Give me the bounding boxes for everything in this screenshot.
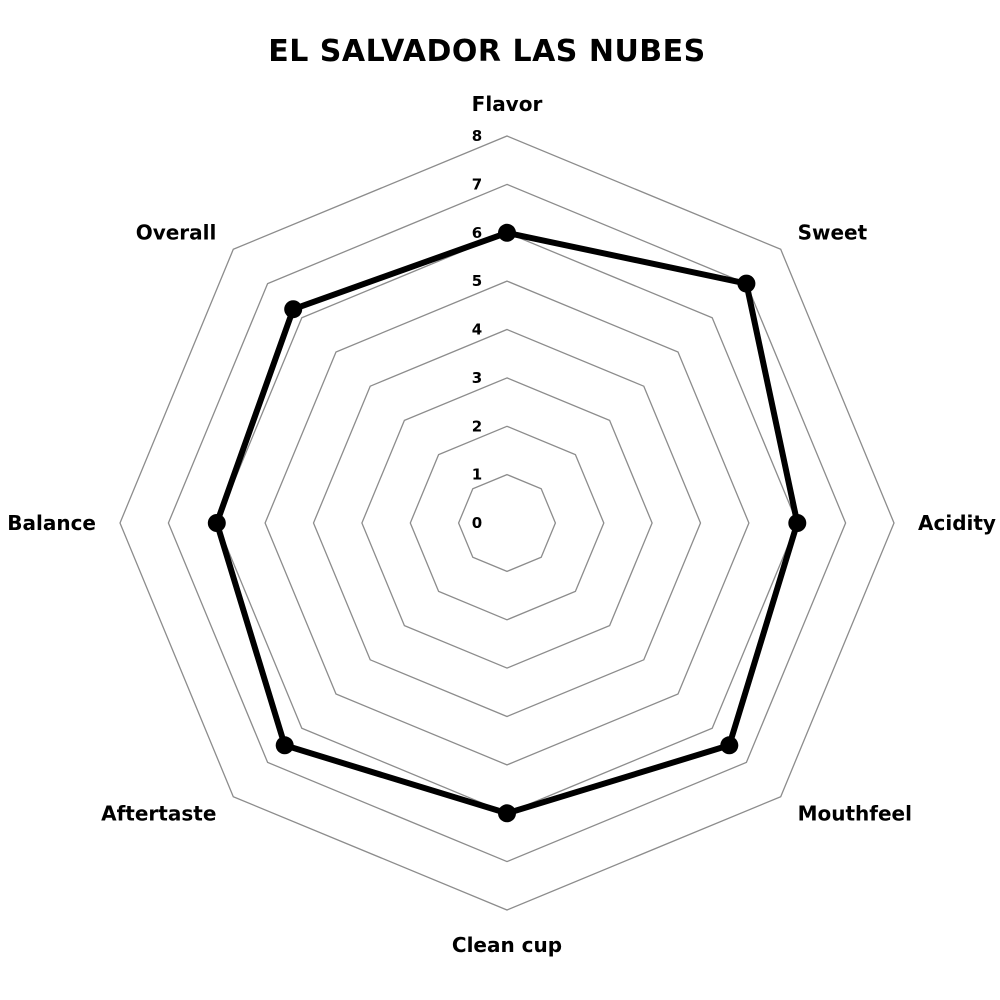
axis-label-aftertaste: Aftertaste: [101, 802, 216, 826]
tick-label-2: 2: [472, 417, 482, 435]
tick-label-6: 6: [472, 224, 482, 242]
tick-label-4: 4: [472, 321, 482, 339]
axis-label-acidity: Acidity: [918, 511, 996, 535]
axis-label-flavor: Flavor: [472, 92, 543, 116]
chart-title: EL SALVADOR LAS NUBES: [268, 34, 706, 69]
grid-ring-6: [216, 232, 799, 815]
grid-ring-3: [361, 377, 653, 669]
radial-tick-labels: 0 1 2 3 4 5 6 7 8: [472, 127, 482, 532]
tick-label-5: 5: [472, 272, 482, 290]
data-point-clean-cup: [498, 804, 516, 823]
grid-ring-8: [119, 135, 895, 911]
data-point-mouthfeel: [720, 736, 739, 755]
data-point-sweet: [737, 274, 756, 293]
axis-label-sweet: Sweet: [798, 220, 868, 244]
tick-label-7: 7: [472, 175, 482, 193]
series-layer: [213, 229, 801, 817]
data-point-flavor: [498, 223, 516, 242]
tick-label-8: 8: [472, 127, 482, 145]
grid-ring-5: [264, 280, 750, 766]
series-line: [213, 229, 801, 817]
data-points: [207, 223, 807, 823]
grid-ring-2: [409, 425, 605, 621]
axis-label-overall: Overall: [136, 220, 217, 244]
tick-label-3: 3: [472, 369, 482, 387]
grid-ring-7: [167, 183, 847, 863]
data-point-acidity: [788, 514, 807, 532]
axis-label-clean-cup: Clean cup: [452, 933, 562, 957]
tick-label-1: 1: [472, 466, 482, 484]
radar-grid: [119, 135, 895, 911]
axis-label-balance: Balance: [7, 511, 96, 535]
tick-label-0: 0: [472, 514, 482, 532]
grid-ring-1: [457, 473, 557, 573]
grid-ring-4: [312, 328, 702, 718]
axis-label-mouthfeel: Mouthfeel: [798, 802, 912, 826]
data-point-balance: [207, 514, 226, 532]
data-point-overall: [284, 300, 303, 319]
data-point-aftertaste: [275, 736, 294, 755]
